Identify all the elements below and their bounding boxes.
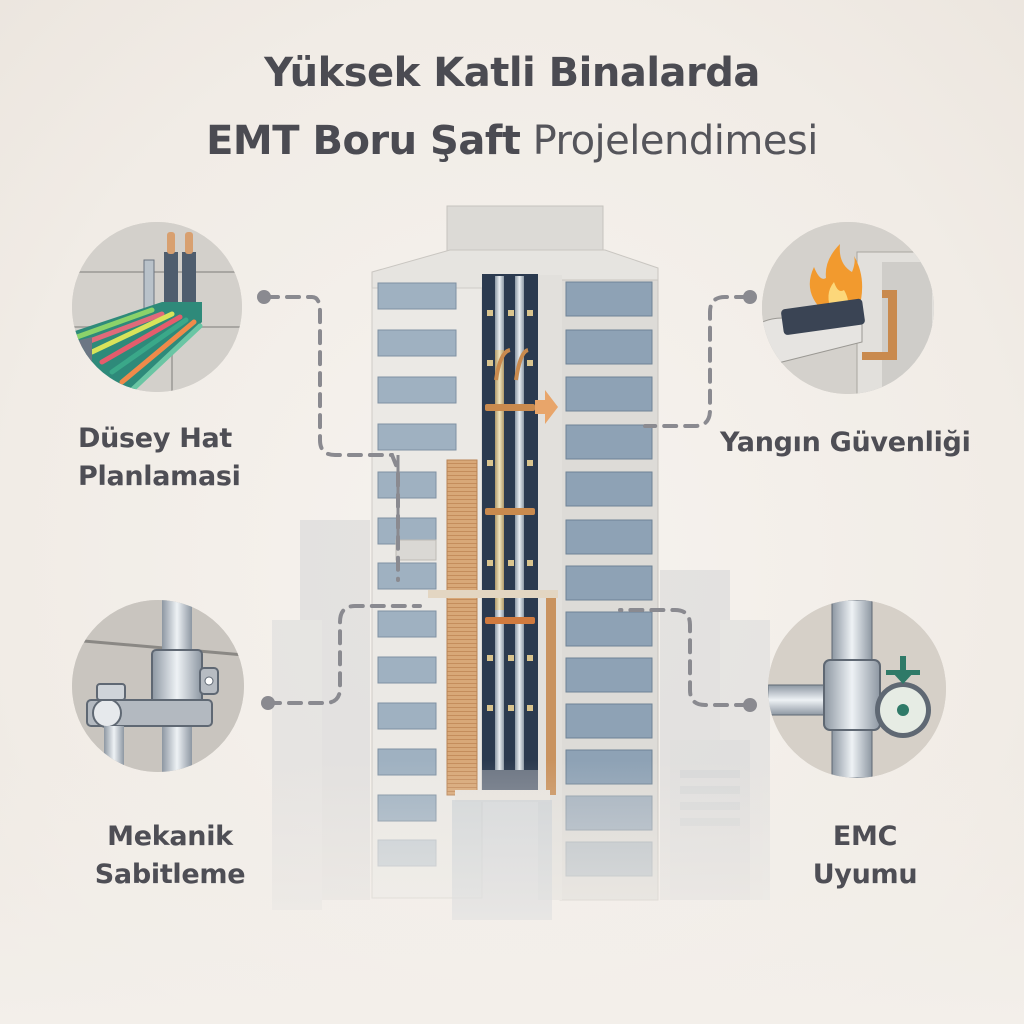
connector-lines xyxy=(264,295,750,707)
title-line-2: EMT Boru Şaft Projelendimesi xyxy=(0,118,1024,164)
label-fire-safety: Yangın Güvenliği xyxy=(720,424,971,462)
title-line-1: Yüksek Katli Binalarda xyxy=(264,50,760,96)
circle-emc-compliance xyxy=(768,600,946,778)
connector-bottom-left xyxy=(266,604,422,705)
circle-vertical-line-planning xyxy=(72,222,242,392)
label-line-2: Sabitleme xyxy=(94,859,246,890)
connector-dots xyxy=(257,290,757,712)
circle-mechanical-fixing xyxy=(72,600,244,772)
fire-stop-seal-icon xyxy=(762,222,934,394)
label-mechanical-fixing: Mekanik Sabitleme xyxy=(90,818,250,894)
label-line-1: Mekanik xyxy=(107,821,233,852)
connector-top-right xyxy=(643,295,750,428)
label-line-1: Yangın Güvenliği xyxy=(720,427,971,458)
title-bold-part: EMT Boru Şaft xyxy=(206,118,521,164)
label-vertical-line-planning: Düsey Hat Planlamasi xyxy=(78,420,241,496)
colored-cables-in-conduit-icon xyxy=(72,222,242,392)
label-emc-compliance: EMC Uyumu xyxy=(800,818,930,894)
title-light-part: Projelendimesi xyxy=(520,118,819,164)
label-line-1: EMC xyxy=(832,821,898,852)
grounding-tee-fitting-icon xyxy=(768,600,946,778)
label-line-1: Düsey Hat xyxy=(78,423,233,454)
connector-top-left xyxy=(264,295,400,582)
connector-bottom-right xyxy=(618,608,750,707)
label-line-2: Uyumu xyxy=(812,859,918,890)
label-line-2: Planlamasi xyxy=(78,461,241,492)
pipe-clamp-bracket-icon xyxy=(72,600,244,772)
circle-fire-safety xyxy=(762,222,934,394)
